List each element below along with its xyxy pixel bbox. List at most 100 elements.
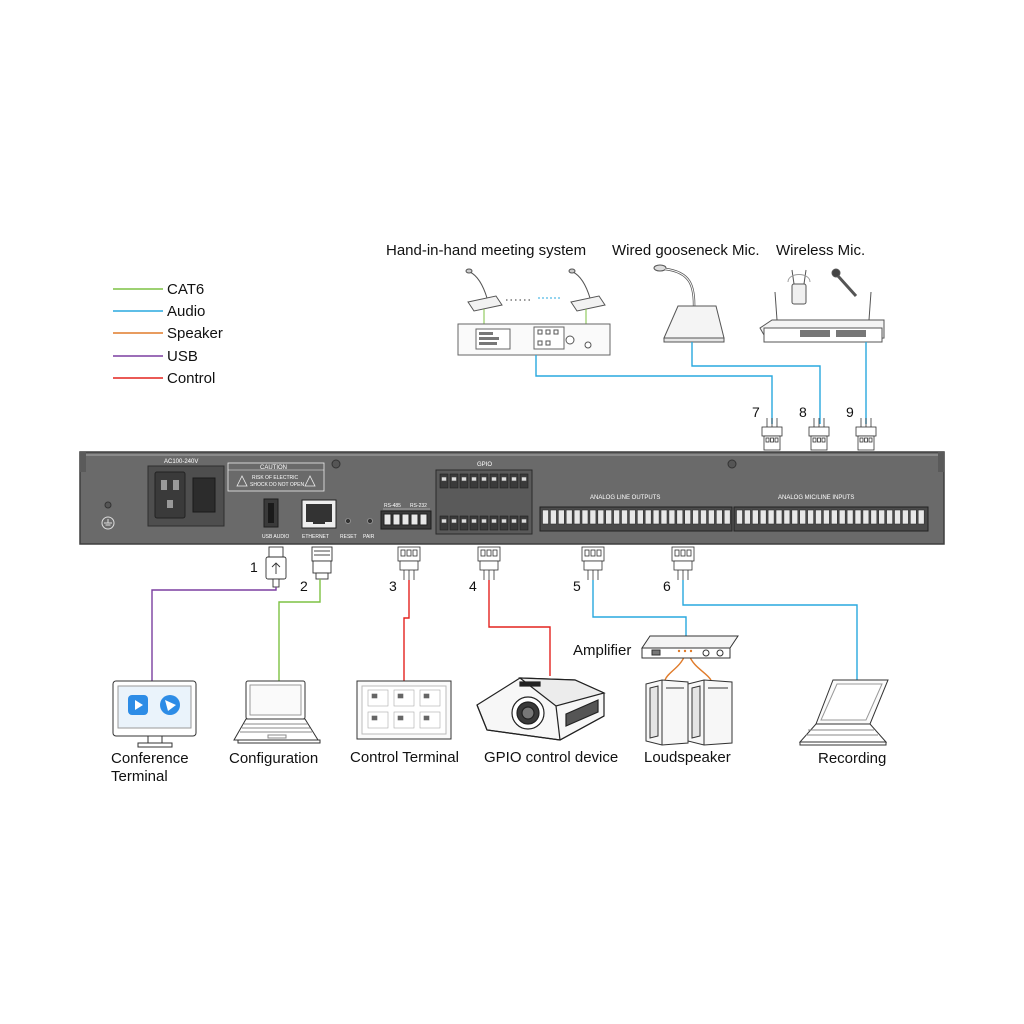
output-terminal — [597, 509, 605, 525]
amplifier-label: Amplifier — [573, 642, 631, 659]
hand-in-hand-system-icon — [457, 268, 611, 356]
gpio-pin — [511, 476, 517, 482]
wireless-mic-receiver-icon — [759, 268, 885, 343]
conference-terminal-icon — [112, 680, 197, 748]
pair-button[interactable] — [367, 518, 373, 524]
analog-inputs-block: ANALOG MIC/LINE INPUTS — [733, 495, 929, 532]
usb-plug-icon — [265, 546, 287, 588]
output-terminal — [708, 509, 715, 525]
input-terminal — [846, 509, 854, 525]
gpio-block: GPIO — [435, 462, 533, 535]
usb-cable — [151, 587, 277, 681]
conference-terminal-label-1: Conference — [111, 750, 189, 767]
gpio-pin — [441, 518, 447, 524]
ethernet-label: ETHERNET — [302, 534, 329, 540]
legend: CAT6 Audio Speaker USB Control — [113, 281, 223, 387]
gpio-pin — [471, 476, 477, 482]
output-terminal — [613, 509, 620, 525]
gpio-pin — [481, 518, 487, 524]
usb-audio-port: USB AUDIO — [262, 498, 289, 540]
input-terminal — [751, 509, 759, 525]
output-terminal — [636, 509, 644, 525]
control-key — [367, 689, 389, 707]
legend-item-cat6: CAT6 — [113, 281, 204, 298]
port-number-2: 2 — [300, 578, 308, 594]
output-terminal — [550, 509, 557, 525]
speaker-cable-left — [664, 654, 686, 681]
speaker-cable-right — [688, 654, 712, 681]
loudspeaker-left-icon — [645, 679, 689, 746]
port-number-9: 9 — [846, 404, 854, 420]
port-number-8: 8 — [799, 404, 807, 420]
port-number-7: 7 — [752, 404, 760, 420]
caution-line-2: SHOCK DO NOT OPEN — [250, 482, 304, 488]
rs232-label: RS-232 — [410, 503, 427, 509]
plug-5-icon — [581, 546, 605, 580]
control-key-glyph — [423, 715, 430, 721]
input-terminal — [823, 509, 830, 525]
input-terminal — [736, 509, 743, 525]
output-terminal — [573, 509, 581, 525]
input-terminal — [838, 509, 846, 525]
power-rating-label: AC100-240V — [164, 459, 198, 465]
input-terminal — [815, 509, 822, 525]
gpio-pin — [501, 518, 507, 524]
audio-cables-top — [535, 342, 867, 424]
output-terminal — [629, 509, 636, 525]
gpio-pin — [451, 518, 457, 524]
audio-cable-6 — [682, 580, 858, 680]
analog-outputs-block: ANALOG LINE OUTPUTS — [539, 495, 733, 532]
reset-label: RESET — [340, 534, 357, 540]
legend-item-control: Control — [113, 370, 215, 387]
output-terminal — [660, 509, 668, 525]
input-terminal — [791, 509, 799, 525]
configuration-label: Configuration — [229, 750, 318, 767]
input-terminal — [902, 509, 909, 525]
control-key-glyph — [371, 693, 378, 699]
pair-label: PAIR — [363, 534, 375, 540]
legend-label-usb: USB — [167, 348, 198, 365]
input-terminal — [783, 509, 791, 525]
output-terminal — [652, 509, 660, 525]
legend-label-audio: Audio — [167, 303, 205, 320]
output-terminal — [668, 509, 676, 525]
control-key-glyph — [397, 715, 404, 721]
control-key — [419, 689, 441, 707]
audio-cable-5 — [592, 580, 687, 636]
loudspeaker-label: Loudspeaker — [644, 749, 731, 766]
power-inlet-icon — [147, 465, 225, 527]
ethernet-port: ETHERNET — [301, 499, 337, 540]
input-terminal — [744, 509, 751, 525]
port-number-4: 4 — [469, 578, 477, 594]
analog-inputs-label: ANALOG MIC/LINE INPUTS — [778, 495, 854, 501]
wireless-label: Wireless Mic. — [776, 242, 865, 259]
input-terminal — [886, 509, 893, 525]
cat6-cable — [278, 579, 321, 681]
caution-label: CAUTION RISK OF ELECTRIC SHOCK DO NOT OP… — [227, 462, 325, 492]
legend-item-speaker: Speaker — [113, 325, 223, 342]
rear-panel: AC100-240V CAUTION RISK OF ELECTRIC SHOC… — [79, 451, 945, 545]
caution-line-1: RISK OF ELECTRIC — [252, 475, 299, 481]
output-terminal — [692, 509, 699, 525]
gpio-pin — [511, 518, 517, 524]
output-terminal — [581, 509, 589, 525]
input-terminal — [767, 509, 775, 525]
output-terminal — [542, 509, 549, 525]
amplifier-icon — [641, 635, 739, 659]
gpio-pin — [521, 476, 527, 482]
rj45-plug-icon — [311, 546, 333, 580]
input-terminal — [878, 509, 886, 525]
input-terminal — [775, 509, 783, 525]
output-terminal — [644, 509, 652, 525]
loudspeaker-right-icon — [687, 679, 733, 746]
reset-button[interactable] — [345, 518, 351, 524]
gpio-pin — [461, 518, 467, 524]
gpio-pin — [451, 476, 457, 482]
output-terminal — [684, 509, 692, 525]
legend-label-cat6: CAT6 — [167, 281, 204, 298]
control-terminal-label: Control Terminal — [350, 749, 459, 766]
plug-6-icon — [671, 546, 695, 580]
output-terminal — [676, 509, 684, 525]
control-key — [367, 711, 389, 729]
